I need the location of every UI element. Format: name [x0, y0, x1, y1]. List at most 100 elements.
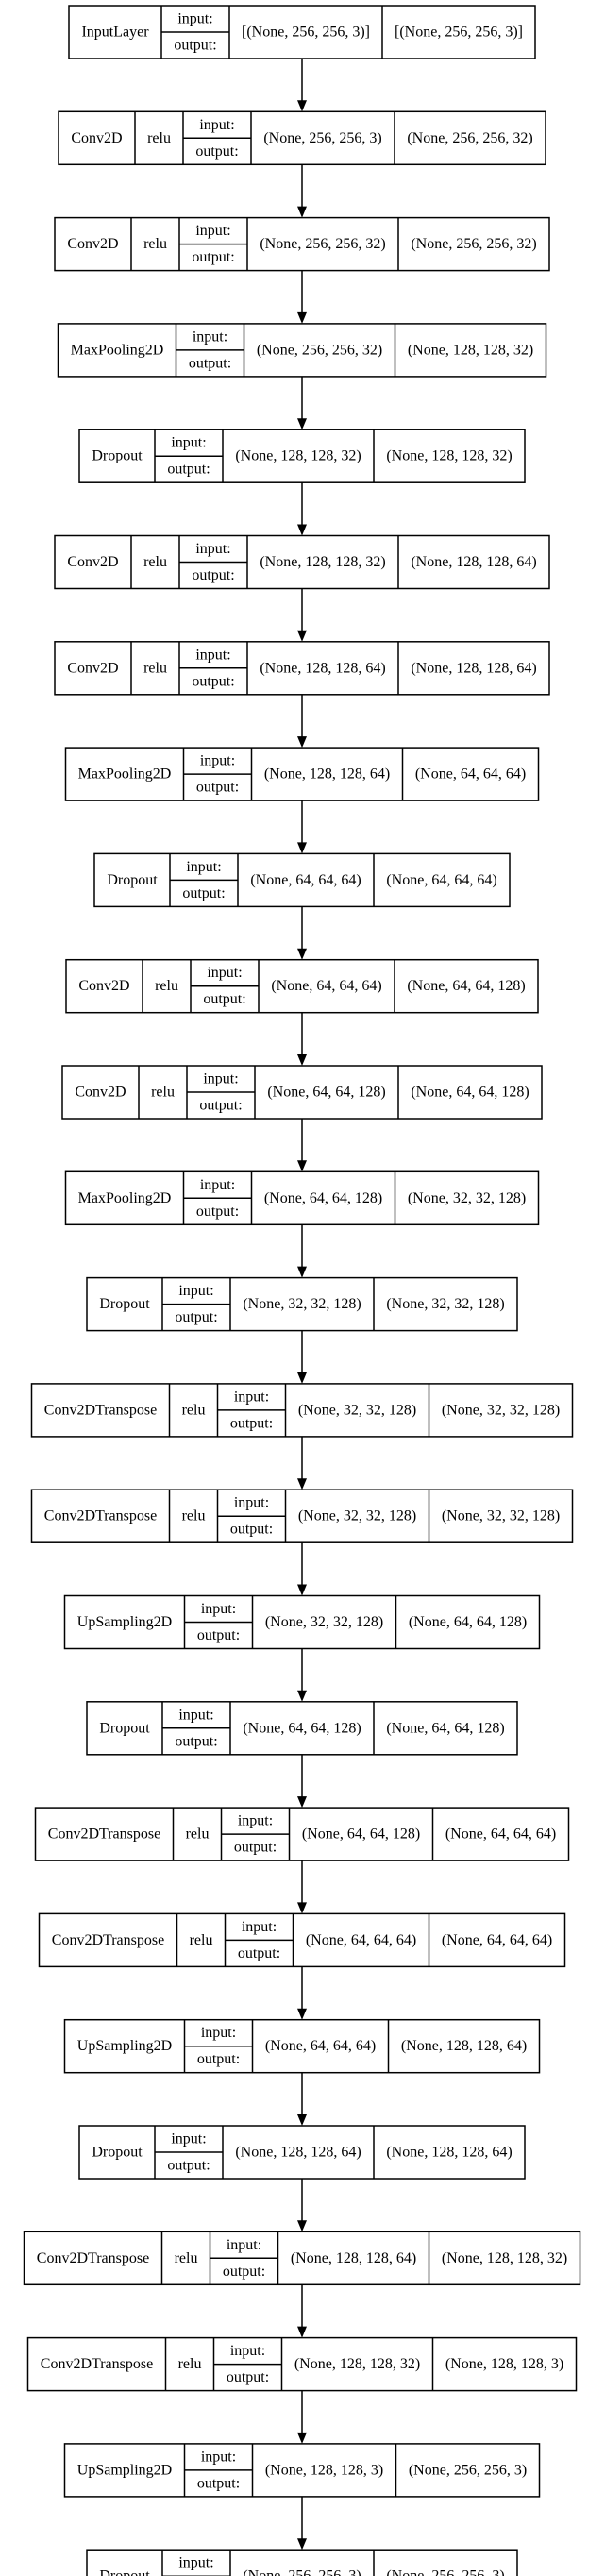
layer-box — [65, 958, 539, 1014]
input-shape: (None, 64, 64, 128) — [243, 1720, 361, 1736]
arrow-head — [297, 2538, 307, 2551]
input-label: input: — [178, 2555, 213, 2571]
input-label: input: — [242, 1919, 277, 1935]
flow-arrow — [297, 1436, 307, 1490]
output-label: output: — [227, 2369, 269, 2385]
arrow-head — [297, 1266, 307, 1278]
input-label: input: — [195, 541, 230, 557]
output-label: output: — [175, 1733, 217, 1749]
output-label: output: — [167, 2158, 210, 2174]
output-label: output: — [238, 1945, 280, 1961]
layer-type: Dropout — [92, 448, 143, 464]
input-shape: (None, 64, 64, 128) — [267, 1085, 385, 1101]
layer-activation: relu — [147, 130, 171, 146]
input-label: input: — [171, 2131, 206, 2147]
output-label: output: — [234, 1840, 277, 1856]
output-label: output: — [174, 38, 216, 54]
output-label: output: — [195, 143, 238, 160]
input-label: input: — [201, 2449, 236, 2465]
input-shape: (None, 64, 64, 64) — [271, 978, 381, 994]
layer-activation: relu — [186, 1827, 210, 1843]
flow-arrow — [297, 1330, 307, 1384]
layer-type: MaxPooling2D — [78, 766, 172, 783]
output-shape: (None, 256, 256, 3) — [386, 2568, 504, 2576]
flow-arrow — [297, 1119, 307, 1172]
arrow-head — [297, 948, 307, 960]
layer-type: Dropout — [99, 1296, 150, 1312]
layer-box — [64, 1170, 540, 1226]
output-shape: (None, 32, 32, 128) — [386, 1296, 504, 1312]
layer-type: Conv2DTranspose — [48, 1827, 160, 1843]
layer-box — [78, 429, 526, 483]
output-shape: (None, 64, 64, 128) — [386, 1720, 504, 1736]
input-label: input: — [171, 435, 206, 451]
layer-type: Dropout — [99, 2568, 150, 2576]
layer-type: Conv2DTranspose — [44, 1508, 157, 1524]
layer-type: Conv2D — [78, 978, 129, 994]
input-shape: (None, 128, 128, 64) — [260, 660, 385, 676]
input-label: input: — [193, 328, 227, 345]
input-shape: (None, 128, 128, 64) — [235, 2145, 361, 2161]
flow-arrow — [297, 694, 307, 749]
layer-type: Conv2DTranspose — [37, 2250, 149, 2266]
output-label: output: — [189, 355, 231, 371]
output-shape: [(None, 256, 256, 3)] — [395, 25, 523, 41]
input-shape: (None, 256, 256, 32) — [260, 236, 385, 252]
layer-activation: relu — [143, 236, 167, 252]
flow-arrow — [297, 59, 307, 112]
input-label: input: — [178, 1283, 213, 1299]
flow-arrow — [297, 2390, 307, 2444]
layer-type: UpSampling2D — [77, 2038, 172, 2054]
output-shape: (None, 64, 64, 128) — [409, 1614, 527, 1630]
arrow-head — [297, 2114, 307, 2126]
flow-arrow — [297, 376, 307, 430]
output-label: output: — [197, 1627, 240, 1643]
output-label: output: — [175, 1309, 217, 1325]
layer-box — [63, 2443, 541, 2498]
layer-activation: relu — [175, 2250, 198, 2266]
layer-type: Dropout — [107, 872, 158, 888]
output-label: output: — [196, 780, 239, 796]
output-shape: (None, 128, 128, 32) — [442, 2250, 567, 2266]
input-label: input: — [203, 1071, 238, 1087]
output-label: output: — [196, 1204, 239, 1220]
output-label: output: — [197, 2051, 240, 2067]
layer-box — [34, 1807, 570, 1861]
flow-arrow — [297, 1542, 307, 1596]
output-shape: (None, 256, 256, 3) — [409, 2462, 527, 2478]
arrow-head — [297, 2220, 307, 2232]
output-shape: (None, 64, 64, 128) — [411, 1085, 529, 1101]
output-label: output: — [182, 885, 225, 901]
output-shape: (None, 64, 64, 64) — [442, 1932, 552, 1948]
layer-activation: relu — [190, 1932, 213, 1948]
input-label: input: — [234, 1495, 269, 1511]
arrow-head — [297, 1478, 307, 1490]
layer-type: InputLayer — [81, 25, 149, 41]
input-shape: (None, 128, 128, 32) — [235, 448, 361, 464]
output-shape: (None, 128, 128, 64) — [411, 660, 536, 676]
output-shape: (None, 128, 128, 32) — [408, 342, 533, 358]
flow-arrow — [297, 164, 307, 218]
input-label: input: — [200, 753, 235, 769]
flow-arrow — [297, 1224, 307, 1278]
input-label: input: — [195, 223, 230, 239]
input-shape: (None, 128, 128, 3) — [265, 2462, 383, 2478]
input-label: input: — [227, 2237, 261, 2253]
layer-type: Conv2DTranspose — [52, 1932, 164, 1948]
layer-box — [54, 641, 550, 696]
output-shape: (None, 64, 64, 128) — [407, 978, 525, 994]
